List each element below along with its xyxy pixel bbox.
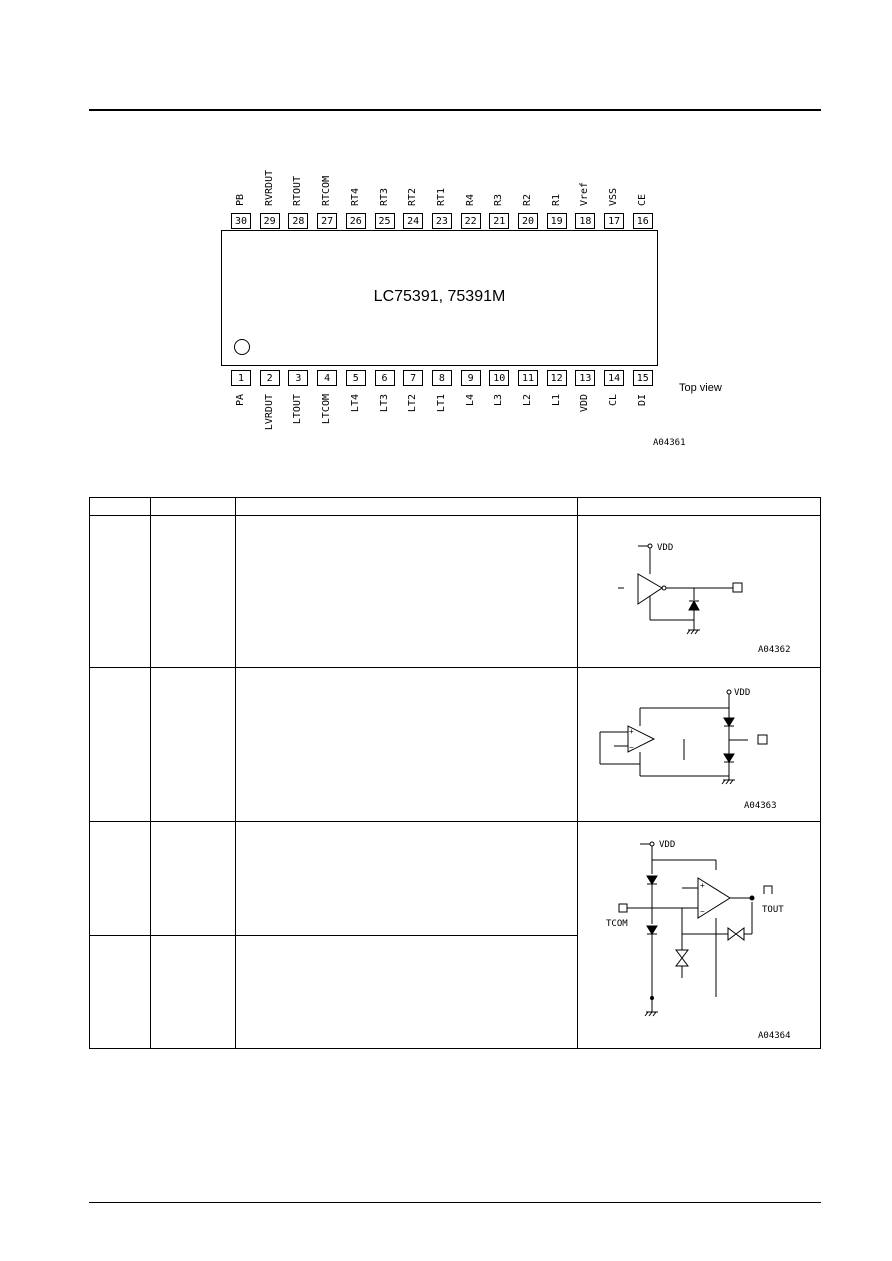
pin-number-box: 6 (374, 370, 395, 386)
pin-name-label: CE (636, 193, 648, 206)
pin-name-label: LT2 (407, 394, 419, 413)
pin-name-label: VDD (579, 394, 591, 413)
table-header-cell (149, 497, 236, 516)
table-header-cell (89, 497, 151, 516)
pin-name-label: R1 (550, 193, 562, 206)
vdd-label: VDD (657, 543, 673, 553)
table-row: VDD A04362 (89, 515, 821, 668)
part-number-label: LC75391, 75391M (373, 288, 506, 305)
vdd-label: VDD (734, 688, 750, 698)
pin-number-box: 3 (288, 370, 309, 386)
header-rule (89, 109, 821, 111)
pin-name-label: L2 (522, 394, 533, 407)
pin-name-label: LT4 (349, 394, 361, 413)
table-row: + − VDD A04363 (89, 667, 821, 822)
pin-name-label: RT3 (378, 187, 390, 206)
pin-number-box: 22 (460, 213, 481, 229)
pin-name-label: RT2 (407, 187, 419, 206)
figure-code: A04363 (744, 801, 777, 811)
pin-function-table: VDD A04362 (89, 497, 821, 1049)
table-row (89, 934, 821, 1049)
figure-code: A04361 (653, 438, 686, 448)
pin-name-label: PB (235, 193, 246, 206)
pin-number-box: 1 (231, 370, 251, 386)
footer-rule (89, 1202, 821, 1203)
pin-name-label: DI (636, 394, 648, 407)
pin-number-box: 27 (317, 213, 338, 229)
pin-number-box: 13 (575, 370, 596, 386)
pin-number-box: 9 (460, 370, 481, 386)
view-label: Top view (679, 382, 722, 394)
pin-name-label: RTCOM (321, 175, 333, 206)
pin-number-box: 7 (403, 370, 424, 386)
pin-name-label: RT4 (349, 187, 361, 206)
pin-name-label: RT1 (435, 187, 447, 206)
reference-amplifier-circuit: + − VDD A04363 (599, 688, 777, 811)
pin-number-box: 29 (259, 213, 280, 229)
figure-code: A04362 (758, 645, 791, 655)
svg-text:+: + (700, 881, 705, 890)
pin-name-label: L4 (464, 394, 476, 407)
vdd-label: VDD (659, 840, 675, 850)
ic-package-body: LC75391, 75391M (221, 230, 658, 366)
pin-number-box: 18 (575, 213, 596, 229)
figure-code: A04364 (758, 1031, 791, 1041)
pin-number-box: 5 (345, 370, 366, 386)
pin-name-label: LTCOM (321, 394, 333, 425)
pin-name-label: R2 (522, 193, 533, 206)
pin-name-label: R4 (464, 193, 476, 206)
pin-number-box: 30 (231, 213, 251, 229)
svg-text:+: + (629, 727, 634, 736)
svg-text:−: − (629, 743, 634, 752)
pin-number-box: 14 (604, 370, 625, 386)
pin-number-box: 2 (259, 370, 280, 386)
pin-number-box: 10 (489, 370, 510, 386)
pin-name-label: CL (608, 394, 620, 407)
pin-number-box: 15 (632, 370, 653, 386)
pin-name-label: LT3 (378, 394, 390, 413)
pin-number-box: 21 (489, 213, 510, 229)
pin-name-label: LT1 (435, 394, 447, 413)
table-header-cell (577, 497, 821, 516)
pin-name-label: VSS (608, 187, 620, 206)
pin-name-label: PA (235, 394, 246, 407)
pin-number-box: 28 (288, 213, 309, 229)
pin1-indicator-icon (234, 339, 250, 355)
pin-number-box: 17 (604, 213, 625, 229)
pin-name-label: L1 (550, 394, 562, 407)
pin-name-label: RTOUT (292, 175, 304, 206)
output-buffer-circuit: VDD A04362 (618, 543, 791, 655)
pin-name-label: L3 (493, 394, 505, 407)
pin-number-box: 23 (431, 213, 452, 229)
pin-name-label: LVRDUT (263, 394, 275, 431)
pin-number-box: 4 (317, 370, 338, 386)
pin-number-box: 16 (632, 213, 653, 229)
pin-number-box: 24 (403, 213, 424, 229)
pin-name-label: RVRDUT (263, 169, 275, 206)
tcom-label: TCOM (606, 919, 628, 929)
svg-text:−: − (700, 907, 705, 916)
pin-name-label: Vref (579, 181, 591, 206)
pin-number-box: 20 (518, 213, 538, 229)
pin-name-label: LTOUT (292, 394, 304, 425)
pin-name-label: R3 (493, 193, 505, 206)
pin-number-box: 25 (374, 213, 395, 229)
pin-number-box: 11 (518, 370, 538, 386)
tout-label: TOUT (762, 905, 784, 915)
pin-number-box: 8 (431, 370, 452, 386)
pin-number-box: 19 (546, 213, 567, 229)
pin-number-box: 26 (345, 213, 366, 229)
pin-number-box: 12 (546, 370, 567, 386)
table-row: + − VDD TCOM TOUT (89, 821, 821, 1049)
table-header-cell (234, 497, 579, 516)
tone-output-circuit: + − VDD TCOM TOUT (606, 840, 791, 1041)
